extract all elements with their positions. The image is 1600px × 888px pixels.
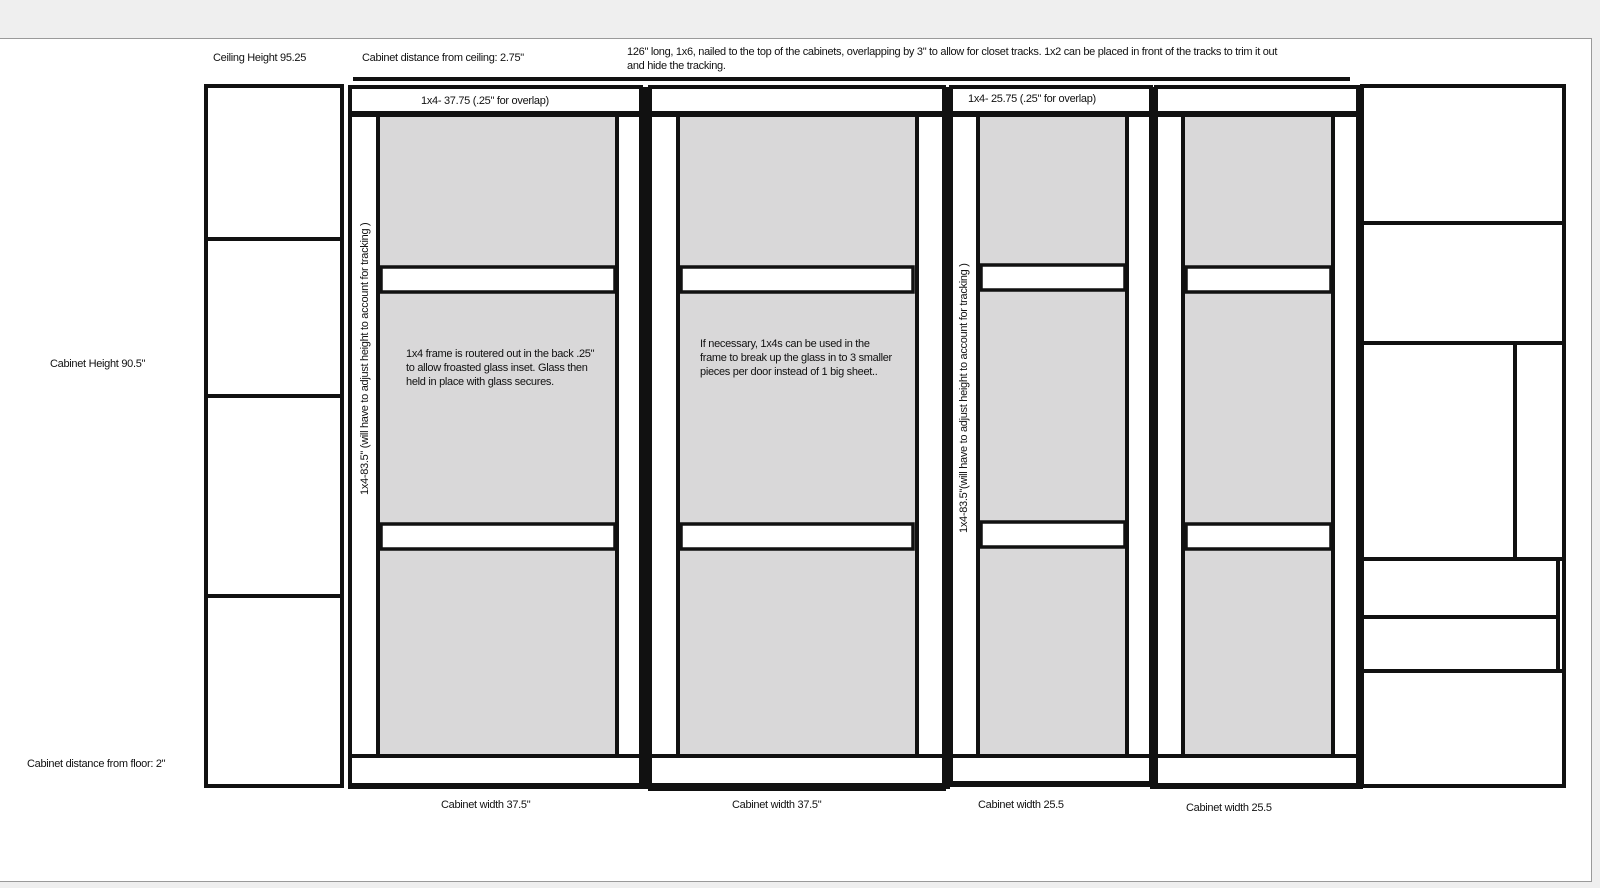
cabinet-height-label: Cabinet Height 90.5"	[50, 358, 146, 370]
top-rail-1-label: 1x4- 37.75 (.25" for overlap)	[421, 95, 549, 107]
cabinet-1-mid-rail-2	[379, 522, 617, 551]
cabinet-2-mid-rail-2	[679, 522, 915, 551]
glass-inset-note: 1x4 frame is routered out in the back .2…	[406, 348, 595, 388]
cabinet-4-top-rail	[1154, 85, 1360, 115]
cabinet-3	[949, 85, 1153, 787]
cabinet-1-width-label: Cabinet width 37.5"	[441, 799, 531, 811]
cabinet-4	[1154, 85, 1360, 789]
left-shelf-unit	[204, 84, 344, 788]
stile-1-label: 1x4-83.5" (will have to adjust height to…	[359, 222, 371, 495]
cabinet-1-bottom-rail	[348, 754, 643, 787]
cabinet-4-mid-rail-1	[1184, 265, 1333, 294]
top-board-note: 126" long, 1x6, nailed to the top of the…	[627, 46, 1278, 72]
top-rail-3-label: 1x4- 25.75 (.25" for overlap)	[968, 93, 1096, 105]
cabinet-from-floor-label: Cabinet distance from floor: 2"	[27, 758, 166, 770]
drawing-sheet: Ceiling Height 95.25 Cabinet distance fr…	[0, 38, 1592, 882]
cabinet-3-mid-rail-2	[979, 520, 1127, 549]
cabinet-2-bottom-rail	[648, 754, 946, 787]
ceiling-height-label: Ceiling Height 95.25	[213, 52, 307, 64]
cabinet-4-bottom-rail	[1154, 754, 1360, 787]
cabinet-4-width-label: Cabinet width 25.5	[1186, 802, 1272, 814]
stile-3-label: 1x4-83.5"(will have to adjust height to …	[958, 263, 970, 533]
cabinet-2-top-rail	[648, 85, 946, 115]
cabinet-2-width-label: Cabinet width 37.5"	[732, 799, 822, 811]
cabinet-2	[648, 85, 946, 791]
cabinet-4-mid-rail-2	[1184, 522, 1333, 551]
cabinet-1-top-rail	[348, 85, 643, 115]
cabinet-from-ceiling-label: Cabinet distance from ceiling: 2.75"	[362, 52, 524, 64]
cabinet-1	[348, 85, 643, 789]
right-shelf-unit	[1360, 84, 1566, 788]
cabinet-3-width-label: Cabinet width 25.5	[978, 799, 1064, 811]
break-glass-note: If necessary, 1x4s can be used in the fr…	[700, 338, 892, 378]
cabinet-1-mid-rail-1	[379, 265, 617, 294]
cabinet-3-mid-rail-1	[979, 263, 1127, 292]
cabinet-elevation-drawing	[204, 77, 1566, 791]
cabinet-3-bottom-rail	[949, 754, 1153, 785]
cabinet-2-mid-rail-1	[679, 265, 915, 294]
